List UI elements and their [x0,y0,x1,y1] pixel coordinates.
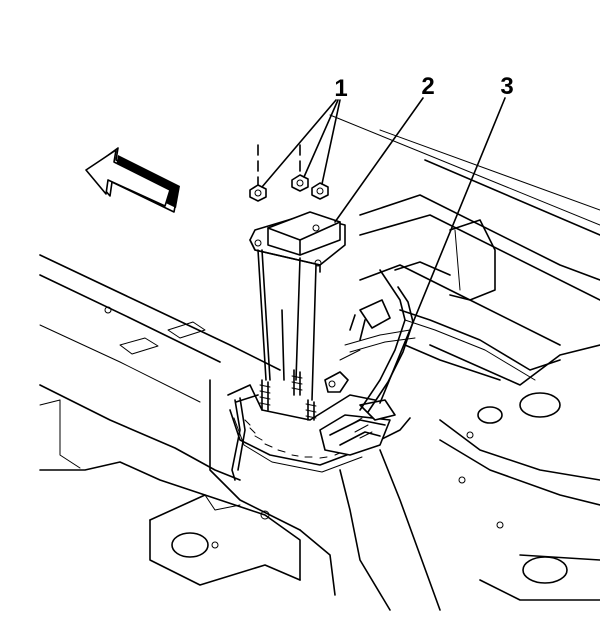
leader-3 [379,97,506,404]
module-bracket-and-harness [227,269,416,481]
mounting-nuts [249,174,329,202]
nut-2 [291,174,309,192]
callout-2: 2 [421,73,434,100]
leader-2 [334,97,424,223]
nut-3 [311,182,329,200]
callout-3: 3 [500,73,513,100]
mounting-studs [259,369,349,421]
leader-1b [303,99,339,178]
leader-1a [261,99,337,188]
forward-direction-arrow-icon [85,147,180,213]
callout-leaders [261,97,506,404]
callout-labels: 1 2 3 [334,73,513,102]
leader-1c [321,99,341,185]
floor-pan [39,114,600,611]
alignment-lines [257,144,317,401]
nut-1 [249,184,267,202]
sensing-module [249,211,346,273]
callout-1: 1 [334,75,347,102]
